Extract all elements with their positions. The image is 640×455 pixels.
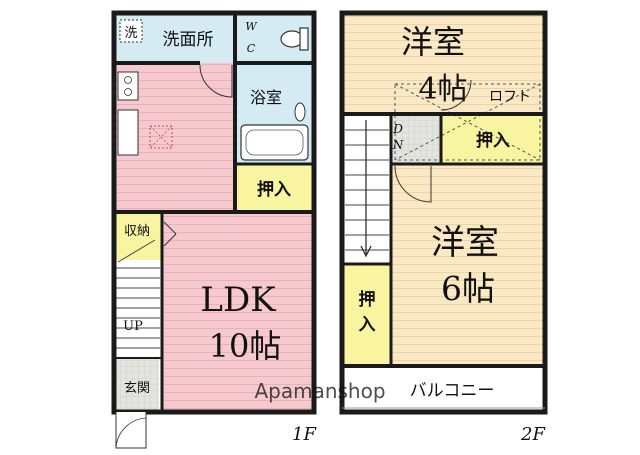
- closet-3-area: [343, 264, 391, 364]
- balcony-area: [343, 367, 544, 411]
- stairs-up-label: UP: [123, 319, 143, 334]
- floor-1f-label: 1F: [292, 424, 317, 445]
- toilet-label-2: C: [247, 42, 256, 55]
- balcony-label: バルコニー: [410, 381, 495, 401]
- closet-2-label: 押入: [476, 130, 510, 151]
- ldk-size: 10帖: [209, 327, 282, 365]
- stairs-1f: [116, 239, 160, 349]
- western-6-area: [391, 164, 544, 364]
- floor-1f: 洗 洗面所 W C 浴室 押入 収納 LDK 10帖 UP 玄関 1F: [111, 10, 317, 449]
- loft-label: ロフト: [489, 89, 531, 105]
- toilet-label: W: [245, 20, 258, 33]
- stairs-1f-area: [114, 260, 162, 358]
- ldk-area: [162, 214, 313, 410]
- western-6-size: 6帖: [441, 269, 495, 308]
- western-6-name: 洋室: [431, 223, 499, 263]
- closet-3-label-top: 押: [359, 289, 376, 310]
- western-4-size: 4帖: [418, 72, 467, 107]
- western-4-area: [343, 14, 544, 114]
- watermark: Apamanshop: [254, 379, 385, 403]
- washroom-label: 洗面所: [163, 30, 214, 50]
- bath-label: 浴室: [250, 88, 282, 107]
- entrance-label: 玄関: [124, 381, 150, 396]
- closet-3-label-bottom: 入: [359, 315, 376, 335]
- sink-icon: [117, 109, 139, 156]
- loft-outline: [394, 83, 541, 161]
- washing-machine-icon: [119, 19, 143, 43]
- ldk-name: LDK: [200, 280, 276, 320]
- storage-label: 収納: [124, 224, 150, 239]
- hall-2f-area: [391, 114, 441, 164]
- stairs-2f-area: [343, 114, 391, 264]
- stove-icon: [117, 71, 139, 101]
- floor-2f-label: 2F: [520, 424, 546, 445]
- stairs-2f: [345, 120, 389, 258]
- storage-area: [114, 214, 162, 260]
- entrance-area: [114, 358, 159, 410]
- western-4-name: 洋室: [401, 23, 465, 61]
- closet-1-area: [235, 164, 313, 210]
- closet-2-area: [441, 114, 544, 164]
- closet-1-label: 押入: [257, 179, 291, 200]
- washroom-badge: 洗: [124, 26, 137, 41]
